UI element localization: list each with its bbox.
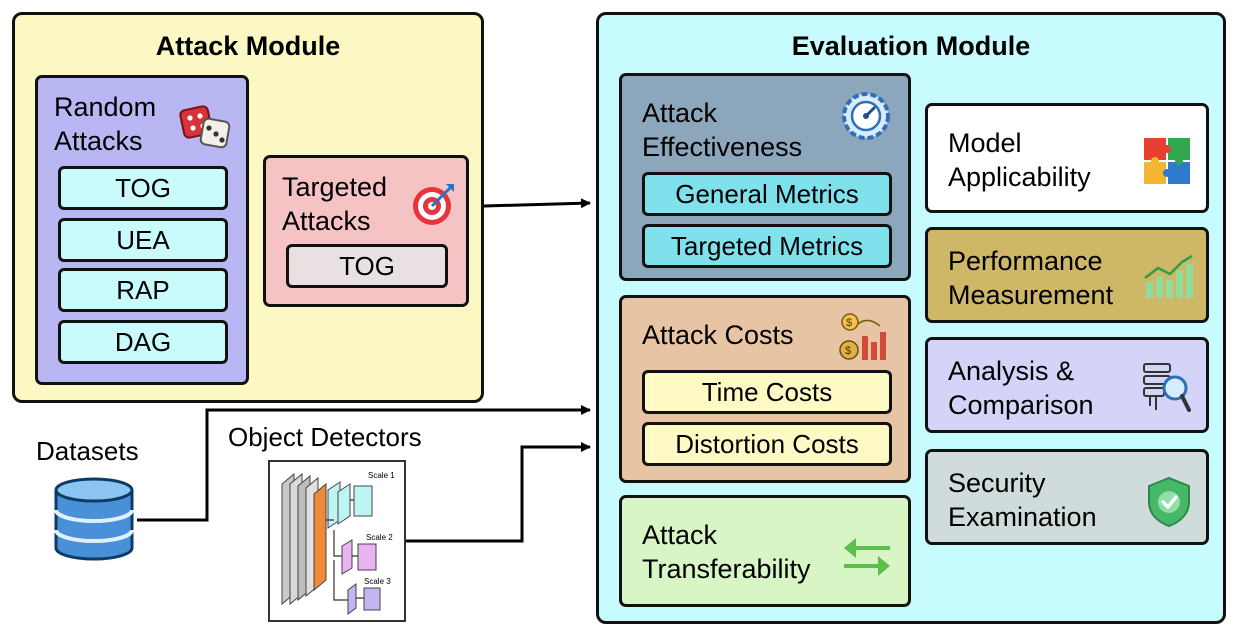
random-attacks-label: Random Attacks [54, 92, 157, 156]
targeted-attacks-label: Targeted Attacks [282, 172, 388, 236]
gauge-icon [842, 92, 890, 140]
attack-transferability-label: Attack Transferability [642, 520, 811, 584]
growth-chart-icon [1144, 254, 1193, 298]
evaluation-module-panel: Evaluation Module Attack Effectiveness G… [596, 12, 1226, 624]
random-attack-chip: RAP [58, 268, 228, 312]
general-metrics-chip: General Metrics [642, 172, 892, 216]
security-examination-box: Security Examination [925, 449, 1209, 545]
attack-effectiveness-label: Attack Effectiveness [642, 98, 803, 162]
security-examination-label: Security Examination [948, 468, 1097, 532]
scale-label: Scale 2 [366, 533, 393, 542]
scale-label: Scale 3 [364, 577, 391, 586]
database-icon [54, 477, 134, 561]
attack-costs-box: Attack Costs $ $ Time Costs Distortion C… [619, 295, 911, 483]
datasets-label: Datasets [36, 436, 139, 466]
random-attacks-box: Random Attacks TOG UEA RAP DAG [35, 75, 249, 385]
scale-label: Scale 1 [368, 471, 395, 480]
distortion-costs-chip: Distortion Costs [642, 422, 892, 466]
attack-to-eval-arrow [483, 198, 591, 209]
model-applicability-label: Model Applicability [948, 128, 1091, 192]
random-attack-chip: TOG [58, 166, 228, 210]
evaluation-module-title: Evaluation Module [791, 31, 1031, 61]
transfer-arrows-icon [844, 538, 890, 576]
analysis-comparison-box: Analysis & Comparison [925, 337, 1209, 433]
model-applicability-box: Model Applicability [925, 103, 1209, 213]
cost-chart-icon: $ $ [839, 313, 886, 360]
targeted-attacks-box: Targeted Attacks TOG [263, 155, 469, 307]
attack-module-panel: Attack Module Random Attacks TOG UEA RAP… [12, 12, 484, 403]
svg-text:$: $ [845, 345, 851, 357]
performance-measurement-box: Performance Measurement [925, 227, 1209, 323]
random-attack-chip: UEA [58, 218, 228, 262]
random-attack-chip: DAG [58, 320, 228, 364]
target-icon [413, 184, 454, 225]
analysis-comparison-label: Analysis & Comparison [948, 356, 1094, 420]
targeted-attack-chip: TOG [286, 244, 448, 288]
targeted-metrics-chip: Targeted Metrics [642, 224, 892, 268]
svg-text:$: $ [846, 317, 852, 329]
time-costs-chip: Time Costs [642, 370, 892, 414]
puzzle-icon [1144, 138, 1190, 184]
performance-measurement-label: Performance Measurement [948, 246, 1114, 310]
attack-module-title: Attack Module [155, 31, 341, 61]
dice-icon [179, 105, 231, 149]
detectors-to-eval-arrow [406, 442, 591, 543]
attack-effectiveness-box: Attack Effectiveness General Metrics Tar… [619, 73, 911, 281]
attack-transferability-box: Attack Transferability [619, 495, 911, 607]
magnifier-icon [1143, 363, 1191, 412]
attack-costs-label: Attack Costs [642, 320, 794, 350]
object-detectors-label: Object Detectors [228, 422, 422, 452]
shield-check-icon [1148, 476, 1190, 528]
datasets-to-eval-arrow [137, 405, 591, 522]
network-architecture-icon: Scale 1 Scale 2 Scale 3 [268, 460, 406, 622]
